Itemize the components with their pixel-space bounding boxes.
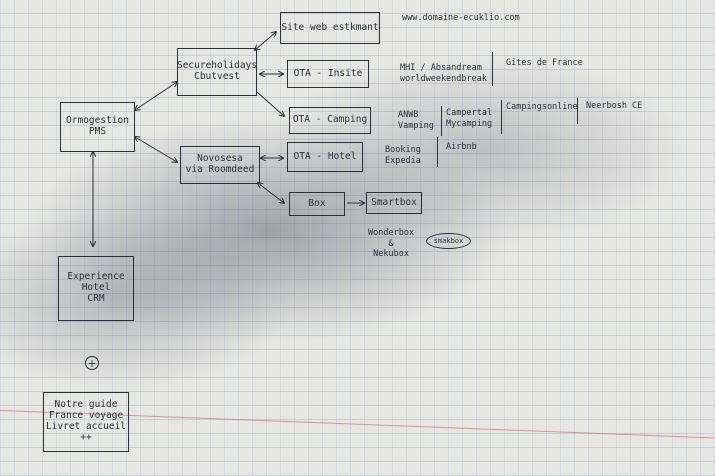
edge-pms-secure xyxy=(135,82,177,110)
separator-booking-airbnb xyxy=(437,137,438,167)
note-wonderbox-line-3: Nekubox xyxy=(373,249,409,260)
site-web-label: Site web estkmant xyxy=(281,21,379,33)
separator-anwb-campertal xyxy=(441,106,442,136)
note-campings-online: Campingsonline xyxy=(506,102,578,112)
edge-secure-site xyxy=(255,32,276,50)
ota-hotel-node: OTA - Hotel xyxy=(287,142,363,172)
novosesa-label-2: via Roomdeed xyxy=(185,164,255,175)
note-anwb-line-1: ANWB xyxy=(398,110,419,120)
secure-holidays-label-1: Secureholidays xyxy=(176,60,258,72)
ota-camping-node: OTA - Camping xyxy=(289,107,371,134)
note-wonderbox-line-1: Wonderbox xyxy=(368,228,415,238)
secure-holidays-node: Secureholidays Cbutvest xyxy=(177,48,257,96)
note-booking: Booking Expedia xyxy=(385,145,421,166)
experience-label-1: Experience xyxy=(67,271,125,283)
edge-novosesa-box xyxy=(258,183,284,203)
experience-label-2: Hotel xyxy=(81,282,111,294)
novosesa-node: Novosesa via Roomdeed xyxy=(180,146,260,184)
website-url: www.domaine-ecuklio.com xyxy=(402,13,520,23)
edge-secure-camping xyxy=(256,91,284,116)
edge-pms-novosesa xyxy=(135,137,177,162)
note-mhi-line-2: worldweekendbreak xyxy=(400,73,487,84)
note-airbnb: Airbnb xyxy=(446,142,477,152)
smartbox-label: Smartbox xyxy=(371,196,417,208)
ota-hotel-label: OTA - Hotel xyxy=(293,150,357,162)
note-neerbos: Neerbosh CE xyxy=(586,101,643,111)
note-mhi-line-1: MHI / Absandream xyxy=(400,63,482,73)
ormogestion-node: Ormogestion PMS xyxy=(60,102,135,152)
ormogestion-label-1: Ormogestion xyxy=(66,115,129,127)
experience-node: Experience Hotel CRM xyxy=(58,256,134,321)
note-booking-line-2: Expedia xyxy=(385,155,421,166)
plus-icon: + xyxy=(85,356,99,370)
notice-label-2: France voyage xyxy=(48,410,124,422)
experience-label-3: CRM xyxy=(87,292,105,304)
site-web-node: Site web estkmant xyxy=(280,12,380,44)
separator-mhi-gites xyxy=(492,52,493,86)
note-gites-de-france: Gites de France xyxy=(506,58,583,68)
note-anwb: ANWB Vamping xyxy=(398,110,434,131)
note-campertal: Campertal Mycamping xyxy=(446,108,492,129)
box-label: Box xyxy=(308,197,326,209)
note-campertal-line-2: Mycamping xyxy=(446,118,493,129)
separator-online-neerbos xyxy=(577,98,578,124)
separator-campertal-online xyxy=(501,100,502,134)
box-node: Box xyxy=(289,192,345,216)
smakbox-label: smakbox xyxy=(433,237,464,245)
notice-label-1: Notre guide xyxy=(54,399,118,411)
ota-insite-node: OTA - Insite xyxy=(287,60,369,88)
note-campertal-line-1: Campertal xyxy=(446,108,493,118)
note-wonderbox: Wonderbox & Nekubox xyxy=(368,228,414,260)
secure-holidays-label-2: Cbutvest xyxy=(194,71,240,82)
note-booking-line-1: Booking xyxy=(385,145,421,155)
notice-label-3: Livret accueil ++ xyxy=(45,421,127,443)
novosesa-label-1: Novosesa xyxy=(197,153,243,165)
note-mhi: MHI / Absandream worldweekendbreak xyxy=(400,63,487,84)
notice-node: Notre guide France voyage Livret accueil… xyxy=(43,392,129,452)
smakbox-oval: smakbox xyxy=(426,233,471,249)
ota-camping-label: OTA - Camping xyxy=(292,114,368,126)
ota-insite-label: OTA - Insite xyxy=(293,67,363,79)
ormogestion-label-2: PMS xyxy=(88,126,107,137)
smartbox-node: Smartbox xyxy=(366,192,422,214)
note-wonderbox-line-2: & xyxy=(388,238,394,249)
note-anwb-line-2: Vamping xyxy=(398,120,434,131)
